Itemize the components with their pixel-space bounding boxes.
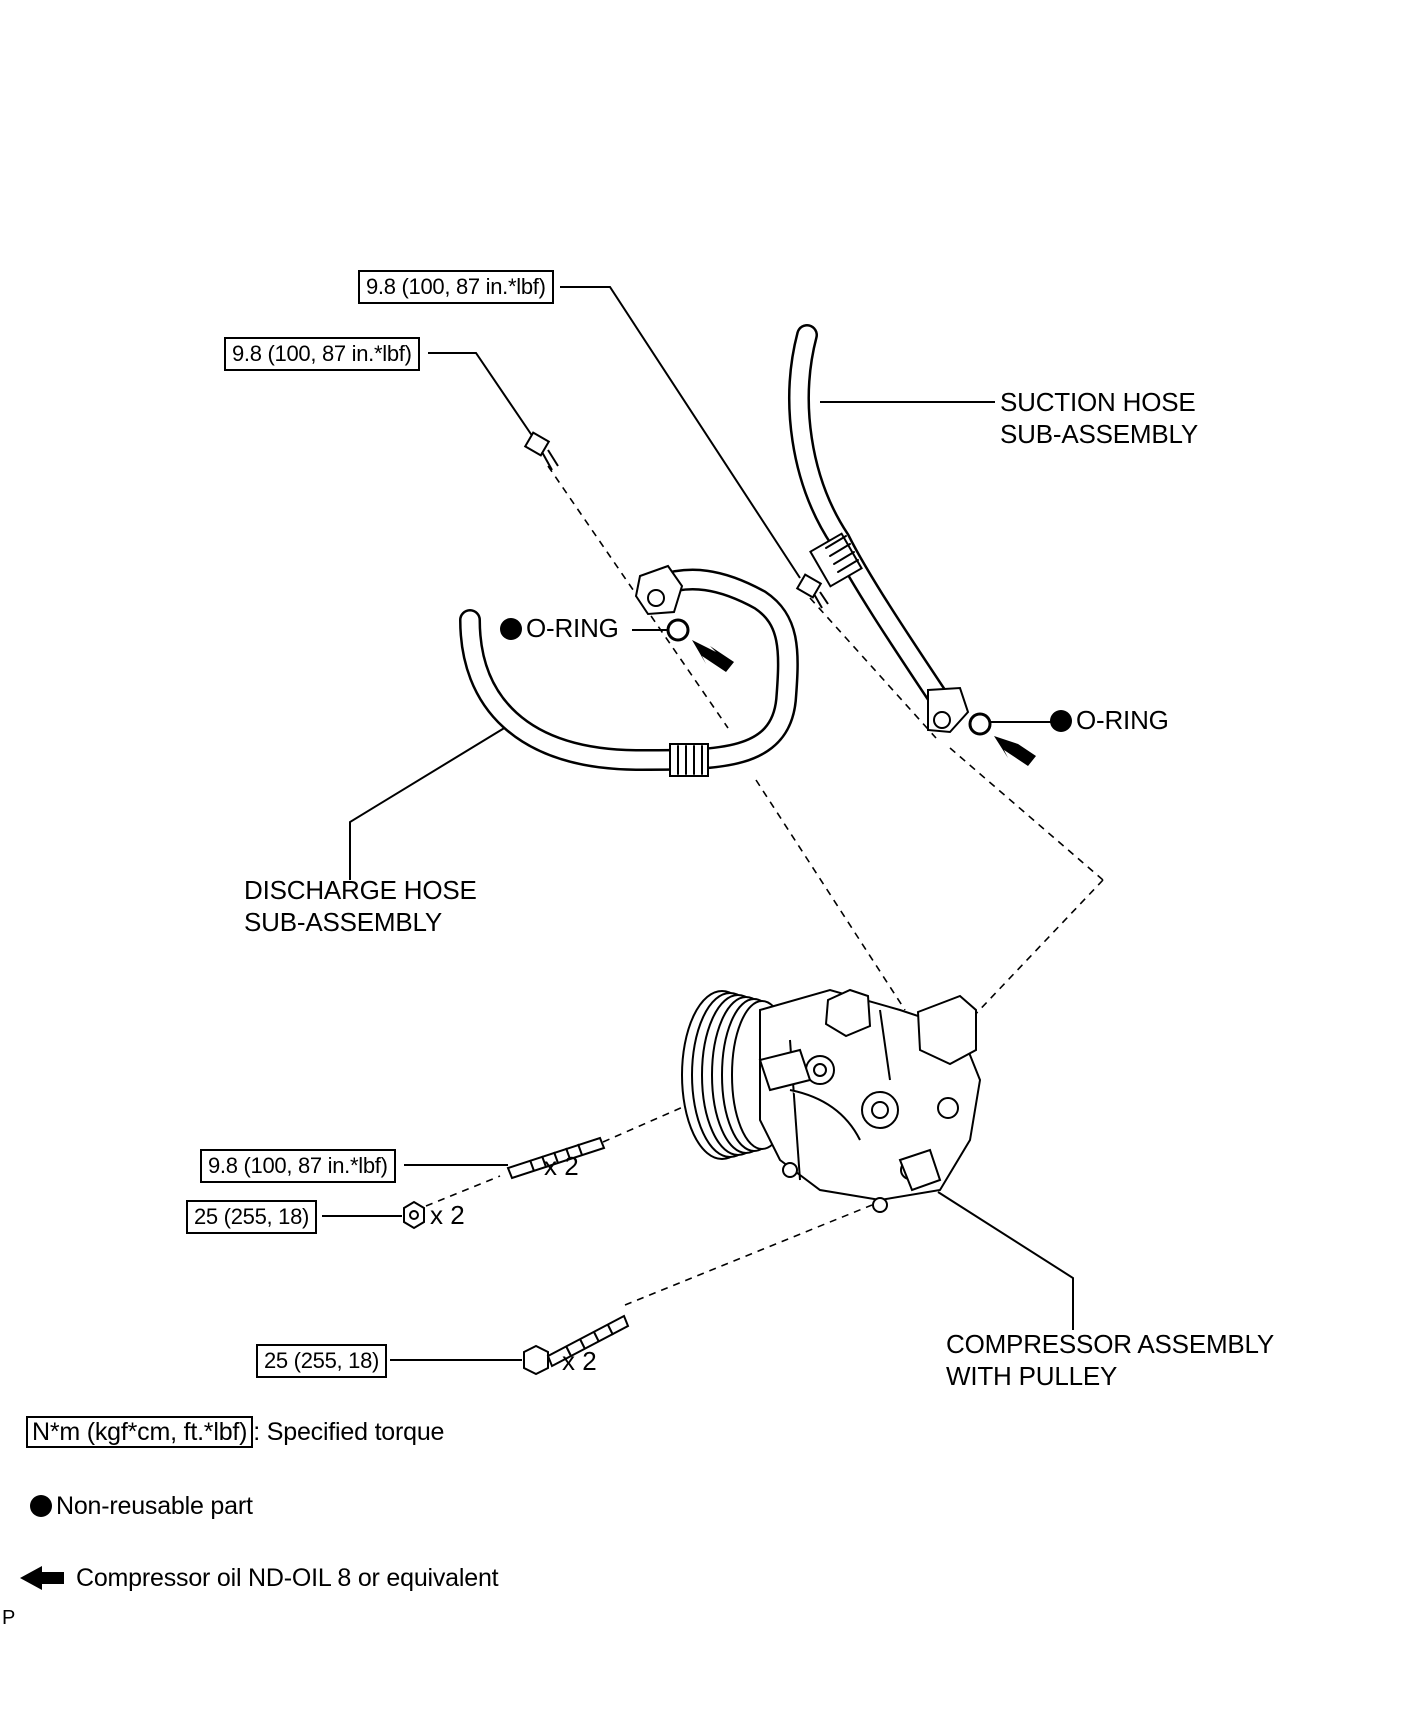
- label-suction-hose: SUCTION HOSE SUB-ASSEMBLY: [1000, 386, 1198, 450]
- legend-torque-text: : Specified torque: [253, 1418, 445, 1446]
- legend-non-reusable-text: Non-reusable part: [56, 1492, 253, 1520]
- o-ring-left-shape: [666, 618, 690, 642]
- torque-box-nut: 25 (255, 18): [186, 1200, 318, 1234]
- legend-oil: Compressor oil ND-OIL 8 or equivalent: [76, 1564, 499, 1592]
- quantity-nut: x 2: [430, 1200, 465, 1230]
- alignment-lines: [425, 465, 1104, 1306]
- label-discharge-hose-line1: DISCHARGE HOSE: [244, 875, 477, 905]
- label-compressor: COMPRESSOR ASSEMBLY WITH PULLEY: [946, 1328, 1274, 1392]
- legend-torque: N*m (kgf*cm, ft.*lbf): Specified torque: [26, 1416, 444, 1448]
- nut-shape: [403, 1200, 425, 1230]
- torque-box-discharge-bolt: 9.8 (100, 87 in.*lbf): [224, 337, 420, 371]
- suction-hose-drawing: [788, 324, 970, 734]
- torque-box-stud-bolt: 9.8 (100, 87 in.*lbf): [200, 1149, 396, 1183]
- discharge-hose-drawing: [459, 564, 799, 777]
- leader-lines: [322, 286, 1074, 1361]
- hose-bolt-suction: [795, 573, 829, 609]
- stud-bolt-shape: [506, 1136, 606, 1180]
- label-compressor-line2: WITH PULLEY: [946, 1361, 1118, 1391]
- non-reusable-dot-icon: [30, 1495, 52, 1517]
- label-discharge-hose-line2: SUB-ASSEMBLY: [244, 907, 442, 937]
- non-reusable-dot-icon: [500, 618, 522, 640]
- non-reusable-dot-icon: [1050, 710, 1072, 732]
- bolt-shape: [523, 1314, 630, 1376]
- label-o-ring-left: O-RING: [500, 612, 619, 644]
- compressor-drawing: [681, 988, 982, 1213]
- label-suction-hose-line2: SUB-ASSEMBLY: [1000, 419, 1198, 449]
- torque-box-suction-bolt: 9.8 (100, 87 in.*lbf): [358, 270, 554, 304]
- label-o-ring-right: O-RING: [1050, 704, 1169, 736]
- quantity-bolt: x 2: [562, 1346, 597, 1376]
- footer-mark: P: [2, 1607, 16, 1629]
- o-ring-right-text: O-RING: [1076, 705, 1169, 735]
- quantity-stud-bolt: x 2: [544, 1151, 579, 1181]
- hose-bolt-discharge: [523, 431, 559, 471]
- o-ring-left-text: O-RING: [526, 613, 619, 643]
- label-compressor-line1: COMPRESSOR ASSEMBLY: [946, 1329, 1275, 1359]
- label-discharge-hose: DISCHARGE HOSE SUB-ASSEMBLY: [244, 874, 477, 938]
- label-suction-hose-line1: SUCTION HOSE: [1000, 387, 1196, 417]
- oil-arrow-legend: [20, 1566, 64, 1590]
- oil-arrow-left: [692, 640, 734, 672]
- legend-torque-box: N*m (kgf*cm, ft.*lbf): [26, 1416, 254, 1448]
- oil-arrow-right: [994, 736, 1036, 766]
- o-ring-right-shape: [968, 712, 992, 736]
- torque-box-bolt: 25 (255, 18): [256, 1344, 388, 1378]
- legend-non-reusable: Non-reusable part: [30, 1490, 253, 1522]
